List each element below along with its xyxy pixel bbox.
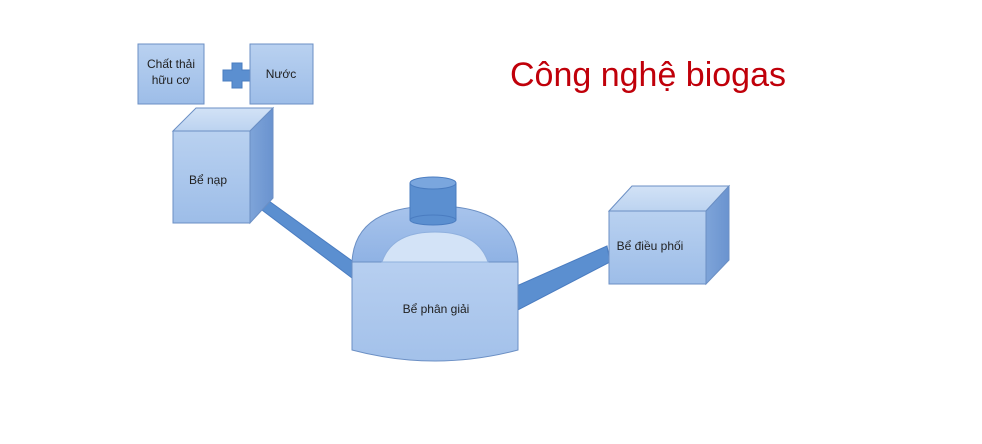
organic-waste-label-line1: Chất thải [147, 57, 195, 71]
feed-tank-cube: Bể nạp [171, 106, 275, 225]
organic-waste-box: Chất thải hữu cơ [137, 43, 205, 105]
inlet-pipe [253, 195, 363, 279]
diagram-title: Công nghệ biogas [510, 56, 786, 94]
plus-icon [222, 62, 252, 89]
water-label: Nước [266, 67, 297, 81]
regulator-label: Bể điều phối [617, 239, 684, 253]
outlet-pipe [502, 245, 611, 313]
digester-tank: Bể phân giải [351, 176, 519, 362]
feed-tank-label: Bể nạp [189, 173, 227, 187]
digester-label: Bể phân giải [403, 302, 470, 316]
water-box: Nước [249, 43, 314, 105]
organic-waste-label-line2: hữu cơ [152, 73, 191, 87]
regulator-tank-cube: Bể điều phối [607, 184, 731, 286]
